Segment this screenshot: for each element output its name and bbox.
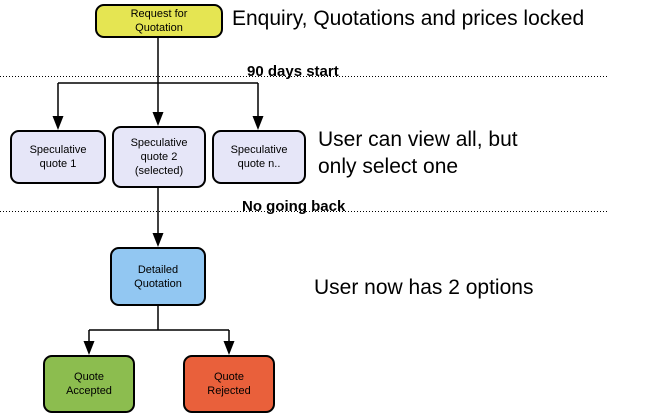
annotation-two-options: User now has 2 options (314, 276, 534, 299)
node-quote-accepted: Quote Accepted (43, 355, 135, 413)
node-speculative-quote-1: Speculative quote 1 (10, 130, 106, 184)
divider-90-days (0, 76, 608, 77)
arrowhead-down-icon (252, 116, 264, 130)
node-quote-rejected: Quote Rejected (183, 355, 275, 413)
arrowhead-down-icon (152, 112, 164, 126)
node-speculative-quote-n: Speculative quote n.. (212, 130, 306, 184)
arrowhead-down-icon (223, 341, 235, 355)
node-detailed-quotation: Detailed Quotation (110, 247, 206, 306)
arrowhead-down-icon (52, 116, 64, 130)
divider-no-going-back (0, 211, 608, 212)
node-request-for-quotation: Request for Quotation (95, 4, 223, 38)
arrowhead-down-icon (152, 233, 164, 247)
divider-label-90-days: 90 days start (247, 63, 339, 80)
divider-label-no-going-back: No going back (242, 198, 346, 215)
annotation-view-all-select-one: User can view all, but only select one (318, 128, 518, 178)
node-speculative-quote-2-selected: Speculative quote 2 (selected) (112, 126, 206, 188)
annotation-enquiry-locked: Enquiry, Quotations and prices locked (232, 7, 585, 30)
arrowhead-down-icon (83, 341, 95, 355)
